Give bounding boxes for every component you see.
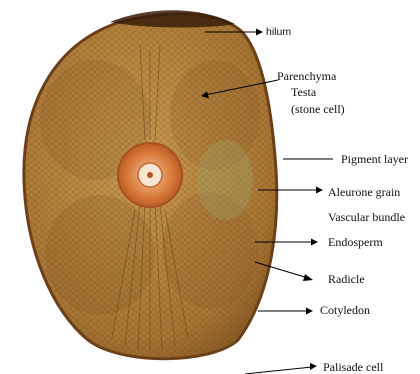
label-vascular-bundle: Vascular bundle <box>328 210 405 224</box>
leader-palisade <box>245 367 312 374</box>
arrow-hilum <box>256 29 263 36</box>
label-testa-sub: (stone cell) <box>291 102 345 116</box>
label-radicle: Radicle <box>328 272 365 286</box>
label-hilum: hilum <box>266 25 291 39</box>
label-pigment-layer: Pigment layer <box>341 152 408 166</box>
label-testa: Testa <box>291 85 316 99</box>
arrow-cotyledon <box>306 308 313 315</box>
arrow-palisade <box>310 363 317 370</box>
hub-core <box>147 172 153 178</box>
arrow-radicle <box>303 274 313 281</box>
label-aleurone-grain: Aleurone grain <box>328 185 400 199</box>
pigment-patch <box>197 140 253 220</box>
arrow-endosperm <box>311 239 318 246</box>
arrow-aleurone <box>316 187 323 194</box>
label-palisade-cell: Palisade cell <box>323 360 383 374</box>
dark-region-lower-left <box>45 195 155 315</box>
label-endosperm: Endosperm <box>328 235 383 249</box>
label-cotyledon: Cotyledon <box>320 303 370 317</box>
label-parenchyma: Parenchyma <box>277 69 336 83</box>
